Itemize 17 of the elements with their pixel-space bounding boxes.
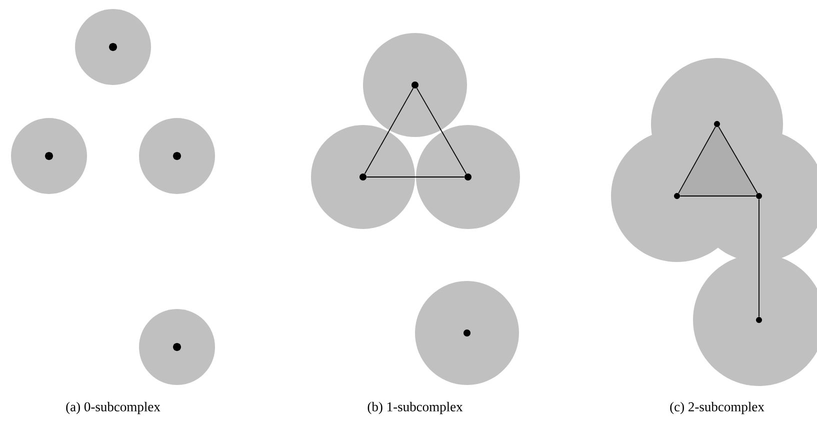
edge-line: [678, 126, 716, 194]
vertex-dot: [360, 174, 366, 180]
vertex-dot: [464, 330, 470, 336]
edge-line: [416, 88, 467, 174]
vertex-dot: [109, 43, 117, 51]
vertex-dot: [173, 343, 181, 351]
caption: (a) 0-subcomplex: [66, 402, 160, 414]
edge-line: [364, 88, 414, 174]
edge-line: [758, 198, 760, 318]
vertex-dot: [412, 82, 418, 88]
vertex-dot: [173, 152, 181, 160]
vertex-dot: [464, 174, 472, 180]
caption: (c) 2-subcomplex: [670, 402, 764, 414]
caption: (b) 1-subcomplex: [368, 402, 463, 414]
edge-line: [366, 176, 465, 178]
edge-line: [718, 126, 758, 194]
vertex-dot: [45, 152, 53, 160]
